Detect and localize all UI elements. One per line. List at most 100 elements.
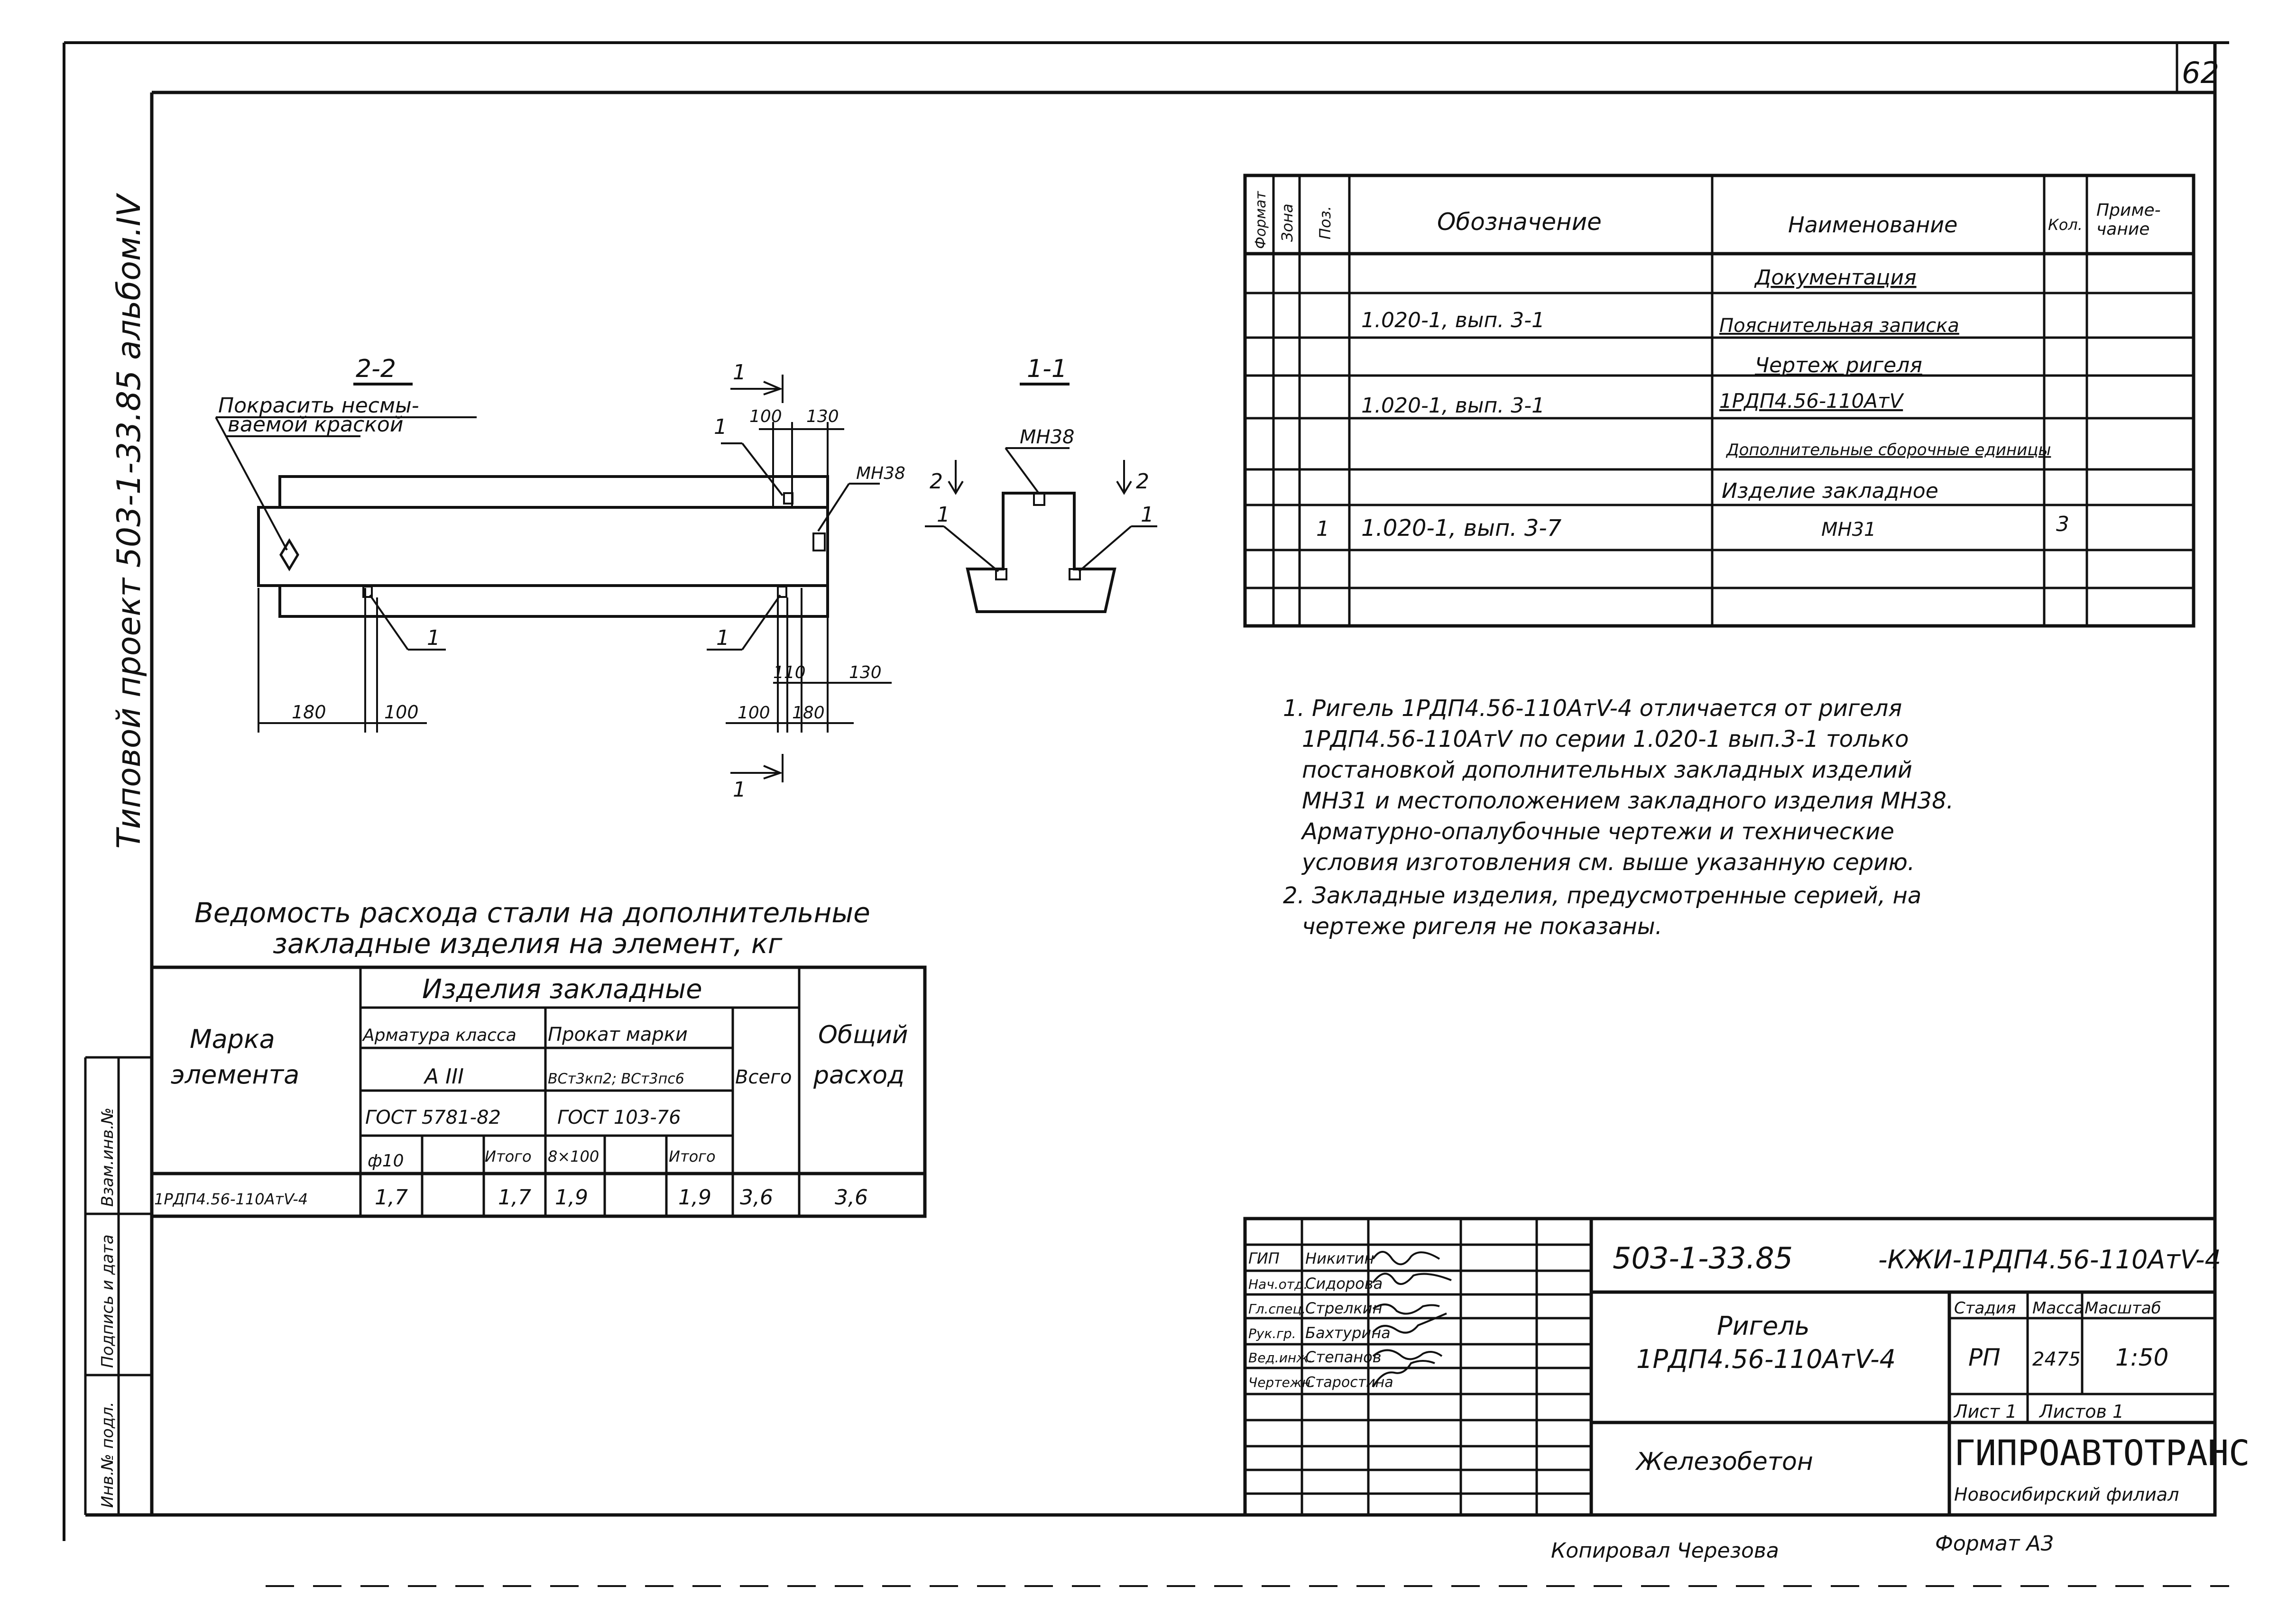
tb-mass: 2475 bbox=[2032, 1349, 2081, 1370]
tb-roles: ГИП Нач.отд. Гл.спец. Рук.гр. Вед.инж. Ч… bbox=[1248, 1249, 1315, 1390]
cut-2-left: 2 bbox=[930, 469, 943, 494]
dim-130-right: 130 bbox=[849, 663, 882, 682]
note-line: постановкой дополнительных закладных изд… bbox=[1302, 757, 1912, 783]
dim-100-bottom: 100 bbox=[738, 703, 770, 723]
spec-rows: Документация 1.020-1, вып. 3-1 Пояснител… bbox=[1316, 266, 2069, 541]
spec-row-name: Документация bbox=[1754, 266, 1917, 290]
tb-name: Степанов bbox=[1305, 1348, 1382, 1366]
steel-cell-size: 1,9 bbox=[555, 1185, 588, 1210]
side-stamp-vzam: Взам.инв.№ bbox=[98, 1108, 117, 1207]
spec-h-zone: Зона bbox=[1278, 203, 1296, 242]
tb-item-name-2: 1РДП4.56-110АтV-4 bbox=[1636, 1344, 1896, 1374]
dim-180-left: 180 bbox=[292, 702, 326, 723]
steel-h-overall-1: Общий bbox=[818, 1021, 908, 1049]
note-line: Арматурно-опалубочные чертежи и техничес… bbox=[1301, 818, 1894, 845]
tb-role: Гл.спец. bbox=[1248, 1301, 1306, 1317]
dim-100-top: 100 bbox=[749, 407, 782, 426]
section-2-2-title: 2-2 bbox=[356, 355, 396, 383]
tb-material: Железобетон bbox=[1635, 1448, 1813, 1476]
sheet-number: 62 bbox=[2182, 55, 2219, 90]
paint-note-line1: Покрасить несмы- bbox=[218, 394, 419, 418]
spec-row-designation: 1.020-1, вып. 3-7 bbox=[1361, 515, 1562, 541]
footer-copied: Копировал Черезова bbox=[1551, 1539, 1779, 1563]
steel-h-total: Всего bbox=[735, 1066, 792, 1088]
spec-row-qty: 3 bbox=[2056, 512, 2069, 536]
steel-h-items: Изделия закладные bbox=[422, 974, 702, 1005]
steel-h-rolled-grade: ВСт3кп2; ВСт3пс6 bbox=[548, 1071, 684, 1087]
steel-cell-itogo2: 1,9 bbox=[678, 1185, 711, 1210]
notes-block: 1. Ригель 1РДП4.56-110АтV-4 отличается о… bbox=[1283, 695, 1954, 940]
steel-cell-total: 3,6 bbox=[740, 1185, 773, 1210]
steel-table-title-1: Ведомость расхода стали на дополнительны… bbox=[194, 897, 870, 929]
tb-org-branch: Новосибирский филиал bbox=[1954, 1484, 2179, 1505]
note-line: МН31 и местоположением закладного издели… bbox=[1302, 788, 1954, 814]
steel-table bbox=[150, 965, 927, 1218]
note-line: 1. Ригель 1РДП4.56-110АтV-4 отличается о… bbox=[1283, 695, 1902, 722]
steel-h-itogo-1: Итого bbox=[485, 1147, 532, 1165]
mark-mn38-1-1: МН38 bbox=[1020, 426, 1075, 448]
tb-h-stage: Стадия bbox=[1954, 1299, 2016, 1318]
steel-h-rolled-gost: ГОСТ 103-76 bbox=[557, 1107, 681, 1129]
tb-sheet: Лист 1 bbox=[1953, 1401, 2017, 1422]
spec-h-name: Наименование bbox=[1788, 212, 1957, 238]
spec-h-note-2: чание bbox=[2096, 220, 2149, 239]
spec-row-name: Изделие закладное bbox=[1722, 479, 1938, 503]
tb-role: Вед.инж. bbox=[1248, 1350, 1312, 1366]
spec-h-note-1: Приме- bbox=[2096, 201, 2161, 220]
mark-mn38-2-2: МН38 bbox=[856, 464, 905, 483]
spec-row-name: Чертеж ригеля bbox=[1755, 353, 1922, 377]
tb-scale: 1:50 bbox=[2115, 1344, 2168, 1371]
steel-h-overall-2: расход bbox=[813, 1061, 904, 1090]
tb-role: ГИП bbox=[1248, 1249, 1280, 1267]
spec-row-designation: 1.020-1, вып. 3-1 bbox=[1361, 308, 1545, 332]
spec-row-name: Дополнительные сборочные единицы bbox=[1725, 440, 2051, 459]
steel-cell-overall: 3,6 bbox=[835, 1185, 868, 1210]
tb-doc-code: -КЖИ-1РДП4.56-110АтV-4 bbox=[1878, 1245, 2221, 1275]
tb-stage: РП bbox=[1968, 1344, 2001, 1371]
pos-1-right-1-1: 1 bbox=[1141, 503, 1154, 527]
note-line: чертеже ригеля не показаны. bbox=[1302, 913, 1662, 940]
cut-2-right: 2 bbox=[1136, 469, 1149, 494]
tb-sheets: Листов 1 bbox=[2038, 1401, 2124, 1422]
steel-h-itogo-2: Итого bbox=[669, 1147, 716, 1165]
note-line: условия изготовления см. выше указанную … bbox=[1301, 849, 1915, 876]
tb-names: Никитин Сидорова Стрелкин Бахтурина Степ… bbox=[1305, 1249, 1393, 1391]
steel-cell-mark: 1РДП4.56-110АтV-4 bbox=[154, 1190, 308, 1208]
steel-h-rebar-gost: ГОСТ 5781-82 bbox=[365, 1107, 501, 1129]
steel-cell-d10: 1,7 bbox=[375, 1185, 408, 1210]
steel-h-rebar: Арматура класса bbox=[362, 1026, 517, 1045]
tb-role: Рук.гр. bbox=[1248, 1326, 1296, 1341]
note-line: 2. Закладные изделия, предусмотренные се… bbox=[1283, 882, 1921, 909]
spec-row-name: 1РДП4.56-110АтV bbox=[1719, 389, 1904, 413]
tb-code: 503-1-33.85 bbox=[1613, 1241, 1793, 1275]
note-line: 1РДП4.56-110АтV по серии 1.020-1 вып.3-1… bbox=[1302, 726, 1909, 752]
steel-h-mark-2: элемента bbox=[171, 1060, 299, 1090]
tb-h-mass: Масса bbox=[2032, 1299, 2084, 1318]
steel-cell-itogo1: 1,7 bbox=[498, 1185, 531, 1210]
cut-1-bottom: 1 bbox=[733, 778, 746, 802]
spec-row-name: Пояснительная записка bbox=[1719, 315, 1959, 337]
spec-table bbox=[1243, 174, 2195, 628]
tb-org: ГИПРОАВТОТРАНС bbox=[1954, 1433, 2250, 1474]
steel-data-row: 1РДП4.56-110АтV-4 1,7 1,7 1,9 1,9 3,6 3,… bbox=[154, 1185, 868, 1210]
spec-row-name: МН31 bbox=[1821, 519, 1876, 541]
tb-name: Старостина bbox=[1305, 1374, 1393, 1391]
tb-name: Бахтурина bbox=[1305, 1324, 1391, 1342]
spec-h-qty: Кол. bbox=[2048, 216, 2083, 234]
steel-h-rolled: Прокат марки bbox=[548, 1024, 688, 1046]
steel-h-d10: ф10 bbox=[368, 1151, 404, 1171]
title-block bbox=[1243, 1217, 2217, 1517]
spec-h-pos: Поз. bbox=[1316, 206, 1334, 239]
tb-name: Стрелкин bbox=[1305, 1299, 1382, 1317]
steel-table-title-2: закладные изделия на элемент, кг bbox=[273, 927, 783, 960]
spec-row-designation: 1.020-1, вып. 3-1 bbox=[1361, 394, 1545, 418]
section-2-2-drawing bbox=[215, 375, 892, 782]
cut-1-top: 1 bbox=[733, 360, 746, 385]
tb-name: Сидорова bbox=[1305, 1275, 1383, 1293]
dim-100-left: 100 bbox=[384, 702, 419, 723]
spec-h-designation: Обозначение bbox=[1437, 208, 1602, 236]
steel-h-rebar-class: А III bbox=[423, 1064, 464, 1089]
pos-1-top: 1 bbox=[714, 415, 727, 439]
tb-role: Нач.отд. bbox=[1248, 1276, 1308, 1292]
tb-role: Чертежн. bbox=[1248, 1375, 1315, 1390]
